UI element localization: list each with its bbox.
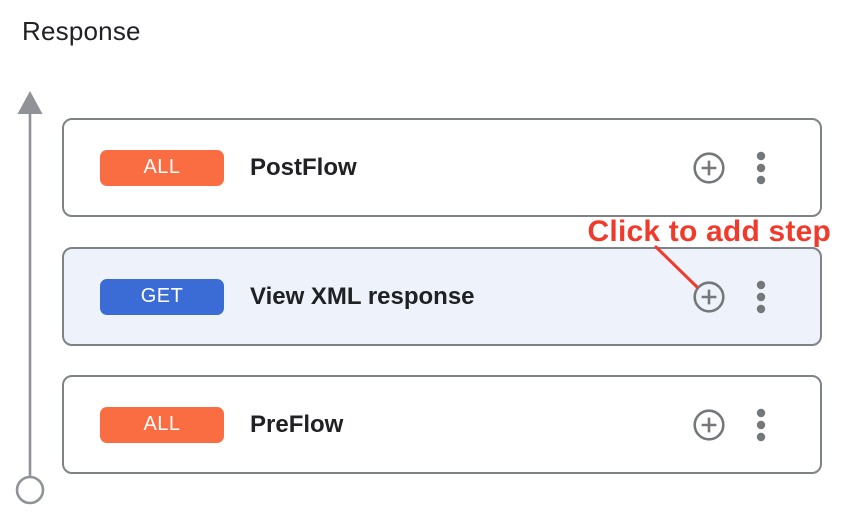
flow-card-postflow[interactable]: ALL PostFlow xyxy=(62,118,822,217)
add-step-button[interactable] xyxy=(691,275,727,319)
method-badge: ALL xyxy=(100,149,224,186)
add-step-button[interactable] xyxy=(691,146,727,190)
flow-card-preflow[interactable]: ALL PreFlow xyxy=(62,375,822,474)
up-arrow-icon xyxy=(17,91,43,114)
kebab-menu-icon xyxy=(756,280,766,313)
flow-name: View XML response xyxy=(250,282,475,310)
kebab-menu-icon xyxy=(756,151,766,184)
method-badge: GET xyxy=(100,278,224,315)
more-options-button[interactable] xyxy=(743,146,779,190)
page-title: Response xyxy=(22,16,141,46)
flow-card-view-xml-response[interactable]: GET View XML response xyxy=(62,247,822,346)
more-options-button[interactable] xyxy=(743,403,779,447)
circle-terminal-icon xyxy=(15,475,45,505)
add-step-button[interactable] xyxy=(691,403,727,447)
plus-circle-icon xyxy=(693,280,725,313)
annotation-click-to-add-step: Click to add step xyxy=(587,215,831,248)
plus-circle-icon xyxy=(693,151,725,184)
more-options-button[interactable] xyxy=(743,275,779,319)
flow-name: PreFlow xyxy=(250,410,344,438)
kebab-menu-icon xyxy=(756,408,766,441)
flow-name: PostFlow xyxy=(250,153,357,181)
plus-circle-icon xyxy=(693,408,725,441)
response-flow-direction-track xyxy=(15,91,45,505)
method-badge: ALL xyxy=(100,406,224,443)
